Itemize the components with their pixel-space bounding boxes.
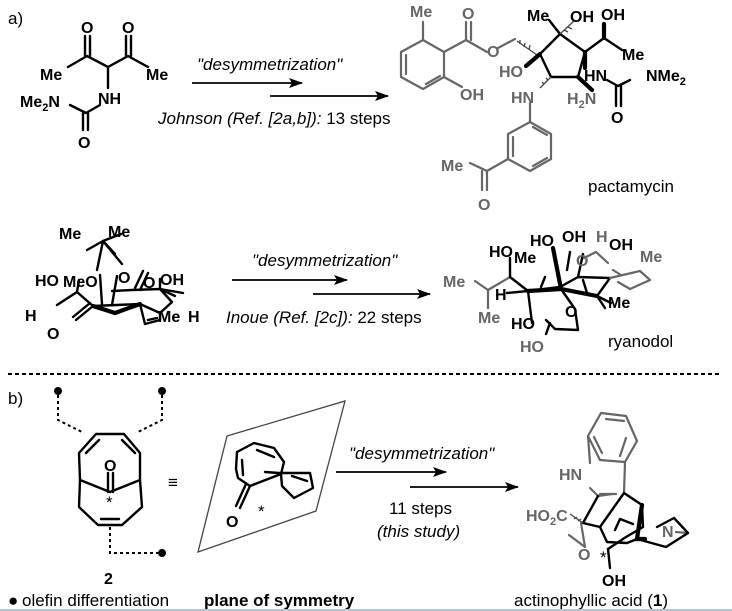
atom-o: O bbox=[462, 6, 474, 23]
product-actinophyllic-acid: HN HO2C N O * OH actinophyllic acid (1) bbox=[514, 411, 690, 610]
atom-o: O bbox=[487, 44, 499, 61]
atom-o: O bbox=[81, 20, 93, 37]
atom-me: Me bbox=[622, 47, 644, 64]
legend: ● olefin differentiation plane of symmet… bbox=[8, 591, 355, 610]
atom-o: O bbox=[78, 135, 90, 152]
atom-h: H bbox=[596, 229, 608, 246]
arrow-label-johnson: Johnson (Ref. [2a,b]): 13 steps bbox=[157, 109, 390, 128]
atom-oh: OH bbox=[570, 9, 594, 26]
equivalence-symbol: ≡ bbox=[168, 473, 178, 492]
atom-o: O bbox=[611, 110, 623, 127]
bottom-border bbox=[0, 609, 732, 611]
atom-h: H bbox=[25, 308, 37, 325]
product-name-ryanodol: ryanodol bbox=[608, 332, 673, 351]
stereocenter-star: * bbox=[600, 548, 607, 567]
atom-o: O bbox=[104, 458, 116, 475]
atom-oh: OH bbox=[601, 7, 625, 24]
atom-me: Me bbox=[478, 310, 500, 327]
arrow-label-desymmetrization: "desymmetrization" bbox=[197, 55, 343, 74]
stereocenter-star: * bbox=[106, 493, 113, 512]
atom-meo: MeO bbox=[63, 274, 98, 291]
atom-n: N bbox=[662, 524, 674, 541]
plane-of-symmetry-drawing: O * bbox=[197, 400, 346, 554]
atom-ho: HO bbox=[520, 339, 544, 356]
atom-me: Me bbox=[443, 274, 465, 291]
atom-me: Me bbox=[527, 8, 549, 25]
atom-o: O bbox=[478, 197, 490, 214]
atom-me: Me bbox=[59, 226, 81, 243]
atom-o: O bbox=[565, 304, 577, 321]
atom-hn: HN bbox=[511, 90, 534, 107]
atom-oh: OH bbox=[160, 272, 184, 289]
starting-material-dione-urea: O O Me Me Me2N NH O bbox=[20, 20, 168, 152]
atom-me: Me bbox=[441, 158, 463, 175]
panel-b-label: b) bbox=[8, 389, 23, 408]
atom-hn: HN bbox=[559, 467, 582, 484]
arrow-label-desymmetrization: "desymmetrization" bbox=[252, 251, 398, 270]
atom-ho: HO bbox=[35, 273, 59, 290]
arrow-label-steps: 11 steps bbox=[389, 499, 452, 518]
atom-me: Me bbox=[640, 249, 662, 266]
compound-number: 2 bbox=[104, 571, 113, 588]
atom-nme2: NMe2 bbox=[646, 68, 686, 88]
atom-o: O bbox=[226, 514, 238, 531]
atom-oh: OH bbox=[609, 237, 633, 254]
reaction-arrow-inoue: "desymmetrization" Inoue (Ref. [2c]): 22… bbox=[226, 251, 431, 327]
arrow-label-this-study: (this study) bbox=[377, 522, 460, 541]
atom-hn: HN bbox=[584, 68, 607, 85]
atom-h: H bbox=[495, 287, 507, 304]
atom-me: Me bbox=[158, 309, 180, 326]
reaction-arrow-this-study: "desymmetrization" 11 steps (this study) bbox=[336, 444, 519, 541]
atom-me: Me bbox=[608, 295, 630, 312]
reaction-arrow-johnson: "desymmetrization" Johnson (Ref. [2a,b])… bbox=[157, 55, 390, 128]
atom-oh: OH bbox=[562, 229, 586, 246]
legend-plane-of-symmetry: plane of symmetry bbox=[204, 591, 355, 610]
atom-o-ring: O bbox=[118, 270, 130, 287]
legend-olefin-differentiation: olefin differentiation bbox=[22, 591, 169, 610]
atom-o: O bbox=[576, 253, 588, 270]
atom-h: H bbox=[188, 309, 200, 326]
atom-me: Me bbox=[40, 67, 62, 84]
arrow-label-desymmetrization: "desymmetrization" bbox=[349, 444, 495, 463]
atom-me: Me bbox=[514, 250, 536, 267]
atom-oh: OH bbox=[602, 573, 626, 590]
atom-o: O bbox=[122, 20, 134, 37]
product-ryanodol: HO Me HO OH H OH O Me Me Me H O Me HO HO… bbox=[443, 229, 673, 356]
panel-a-label: a) bbox=[8, 9, 23, 28]
atom-nme2: Me2N bbox=[20, 94, 60, 114]
product-name-actinophyllic-acid: actinophyllic acid (1) bbox=[514, 591, 668, 610]
atom-oh: OH bbox=[460, 87, 484, 104]
atom-nh: NH bbox=[98, 91, 121, 108]
atom-ho2c: HO2C bbox=[526, 508, 568, 528]
atom-o: O bbox=[143, 275, 155, 292]
atom-o: O bbox=[47, 326, 59, 343]
atom-h2n: H2N bbox=[567, 91, 596, 111]
product-pactamycin: Me O O OH HO HN Me OH OH Me HN NMe2 H2N … bbox=[399, 4, 686, 214]
atom-ho: HO bbox=[499, 64, 523, 81]
bullet-icon: ● bbox=[8, 591, 18, 610]
atom-ho: HO bbox=[511, 316, 535, 333]
atom-me: Me bbox=[146, 67, 168, 84]
starting-material-bicyclic-acetonide: Me Me HO MeO O O OH H Me H O bbox=[25, 224, 200, 343]
atom-ho: HO bbox=[530, 233, 554, 250]
arrow-label-inoue: Inoue (Ref. [2c]): 22 steps bbox=[226, 308, 422, 327]
stereocenter-star: * bbox=[258, 502, 265, 521]
atom-me: Me bbox=[108, 224, 130, 241]
atom-me: Me bbox=[410, 4, 432, 21]
product-name-pactamycin: pactamycin bbox=[588, 177, 674, 196]
atom-o: O bbox=[578, 547, 590, 564]
compound-2: O * 2 bbox=[54, 387, 166, 588]
atom-ho: HO bbox=[489, 244, 513, 261]
